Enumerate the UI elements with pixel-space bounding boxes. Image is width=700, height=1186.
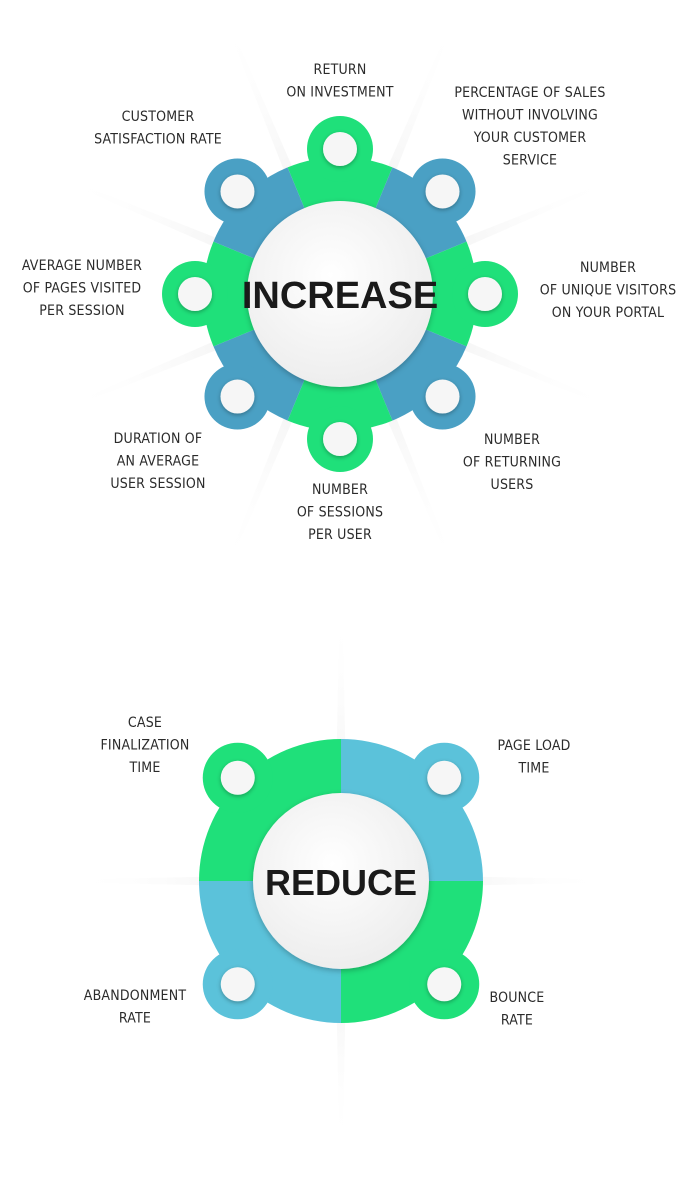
reduce-diagram: REDUCE CASE FINALIZATION TIME PAGE LOAD TIME…	[71, 611, 611, 1151]
metric-label-line: ABANDONMENT	[84, 988, 187, 1004]
metric-label-line: NUMBER	[484, 432, 540, 448]
metric-label-line: PER SESSION	[39, 303, 125, 319]
metric-label: PAGE LOAD TIME	[497, 738, 570, 777]
increase-labels: RETURN ON INVESTMENT PERCENTAGE OF SALES WI…	[22, 62, 676, 543]
metric-label-line: OF UNIQUE VISITORS	[540, 283, 677, 299]
metric-label: CUSTOMER SATISFACTION RATE	[94, 109, 222, 148]
increase-node-dots	[178, 132, 502, 456]
metric-label-line: OF RETURNING	[463, 455, 561, 471]
reduce-node-dots	[220, 760, 462, 1002]
metric-label: DURATION OF AN AVERAGE USER SESSION	[110, 431, 205, 492]
increase-diagram: INCREASE RETURN ON INVESTMENT PERCENTAGE O…	[22, 16, 676, 572]
metric-label-line: PER USER	[308, 527, 372, 543]
node-dot	[220, 760, 255, 795]
increase-hub	[247, 201, 433, 387]
metric-label: BOUNCE RATE	[490, 990, 545, 1029]
reduce-labels: CASE FINALIZATION TIME PAGE LOAD TIME BOUNCE R…	[84, 715, 571, 1029]
node-dot	[220, 967, 255, 1002]
node-dot	[425, 174, 460, 209]
metric-label-line: ON YOUR PORTAL	[552, 305, 664, 321]
increase-title: INCREASE	[242, 275, 438, 317]
metric-label-line: SERVICE	[503, 153, 557, 169]
metric-label-line: ON INVESTMENT	[286, 85, 393, 101]
metric-label: NUMBER OF SESSIONS PER USER	[297, 482, 383, 543]
metric-label-line: WITHOUT INVOLVING	[462, 108, 598, 124]
metric-label-line: SATISFACTION RATE	[94, 132, 222, 148]
metric-label: NUMBER OF RETURNING USERS	[463, 432, 561, 493]
metric-label: ABANDONMENT RATE	[84, 988, 187, 1027]
metric-label-line: RATE	[501, 1013, 533, 1029]
node-dot	[427, 760, 462, 795]
metric-label-line: USERS	[491, 477, 534, 493]
metric-label-line: RATE	[119, 1011, 151, 1027]
node-dot	[220, 379, 255, 414]
node-dot	[468, 277, 502, 311]
metric-label: PERCENTAGE OF SALES WITHOUT INVOLVING YOUR…	[454, 85, 605, 169]
metric-label: NUMBER OF UNIQUE VISITORS ON YOUR PORTAL	[540, 260, 677, 321]
metric-label-line: RETURN	[314, 62, 367, 78]
metric-label-line: OF SESSIONS	[297, 505, 383, 521]
reduce-hub	[253, 793, 429, 969]
node-dot	[323, 422, 357, 456]
metric-label-line: PERCENTAGE OF SALES	[454, 85, 605, 101]
metric-label-line: DURATION OF	[114, 431, 203, 447]
metric-label-line: NUMBER	[312, 482, 368, 498]
metric-label-line: USER SESSION	[110, 476, 205, 492]
metric-label-line: AN AVERAGE	[117, 454, 200, 470]
node-dot	[427, 967, 462, 1002]
metric-label-line: CASE	[128, 715, 162, 731]
metric-label-line: OF PAGES VISITED	[23, 281, 142, 297]
metric-label-line: TIME	[128, 760, 160, 776]
node-dot	[323, 132, 357, 166]
metric-label-line: AVERAGE NUMBER	[22, 258, 142, 274]
metric-label: AVERAGE NUMBER OF PAGES VISITED PER SESSIO…	[22, 258, 142, 319]
metric-label-line: BOUNCE	[490, 990, 545, 1006]
metric-label-line: TIME	[517, 761, 549, 777]
metric-label-line: PAGE LOAD	[497, 738, 570, 754]
metric-label-line: YOUR CUSTOMER	[473, 130, 587, 146]
reduce-title: REDUCE	[265, 862, 417, 903]
metric-label: CASE FINALIZATION TIME	[100, 715, 189, 776]
metric-label-line: FINALIZATION	[100, 738, 189, 754]
node-dot	[425, 379, 460, 414]
node-dot	[178, 277, 212, 311]
metric-label-line: NUMBER	[580, 260, 636, 276]
node-dot	[220, 174, 255, 209]
metric-label-line: CUSTOMER	[122, 109, 195, 125]
metric-label: RETURN ON INVESTMENT	[286, 62, 393, 101]
